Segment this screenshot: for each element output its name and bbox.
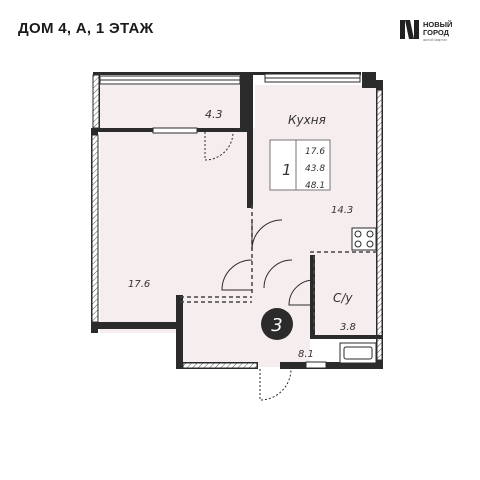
kitchen-area: 14.3 [331, 205, 353, 216]
logo-line-1: НОВЫЙ [423, 20, 453, 29]
rooms-count: 1 [282, 161, 292, 179]
kitchen-label: Кухня [288, 113, 326, 127]
floor-fill [100, 85, 377, 367]
page-title: ДОМ 4, А, 1 ЭТАЖ [18, 20, 154, 37]
hatched-walls [91, 74, 383, 369]
living-area: 17.6 [128, 279, 150, 290]
summary-box [269, 139, 331, 191]
interior-walls [247, 88, 382, 339]
doors [204, 131, 315, 401]
hall-area: 8.1 [298, 349, 314, 360]
company-logo: НОВЫЙ ГОРОД жилой квартал [400, 20, 470, 44]
bathroom-label: С/у [333, 291, 353, 305]
logo-n-icon [400, 20, 419, 39]
summary-living: 17.6 [305, 147, 325, 157]
apartment-number: 3 [271, 315, 282, 336]
summary-total: 43.8 [305, 164, 325, 174]
windows [99, 73, 361, 369]
bathtub [339, 342, 377, 364]
apartment-number-badge: 3 [261, 308, 293, 340]
summary-with-balcony: 48.1 [305, 181, 325, 191]
kitchen-stove [351, 227, 377, 251]
balcony-area: 4.3 [205, 108, 223, 121]
logo-subtitle: жилой квартал [423, 38, 447, 42]
bathroom-area: 3.8 [340, 322, 356, 333]
logo-line-2: ГОРОД [423, 28, 449, 37]
